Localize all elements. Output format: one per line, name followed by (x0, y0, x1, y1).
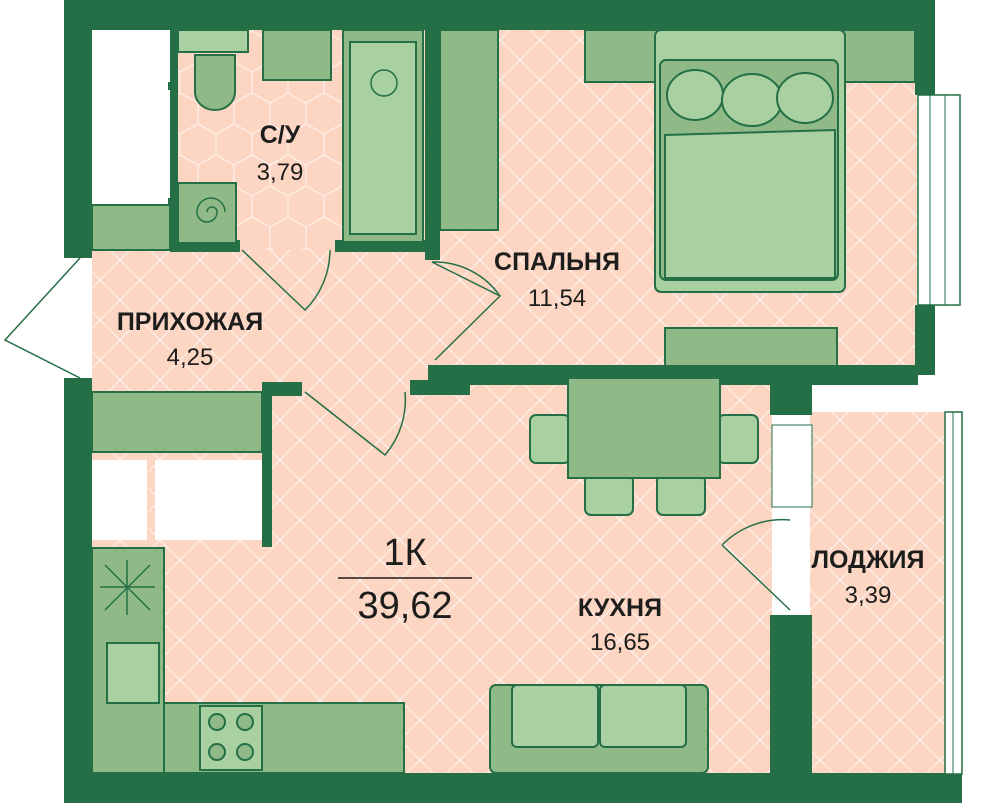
spiral-icon (196, 197, 226, 223)
bathtub-inner (349, 41, 417, 235)
kitchen-counter (91, 547, 405, 774)
apartment-type: 1К (383, 532, 426, 574)
washing-machine-icon (177, 182, 237, 244)
room-area-bedroom: 11,54 (528, 285, 586, 312)
total-area: 39,62 (357, 585, 452, 627)
drain-icon (370, 69, 398, 97)
utility-cells (91, 30, 263, 540)
loggia-glazing (944, 411, 963, 775)
room-area-bathroom: 3,79 (257, 159, 304, 186)
room-area-kitchen: 16,65 (590, 629, 650, 656)
bedroom-window (917, 94, 961, 306)
sofa-icon (489, 684, 709, 774)
room-name-kitchen: КУХНЯ (578, 594, 662, 622)
bed-icon (584, 29, 916, 293)
sink-icon (262, 29, 332, 81)
room-name-loggia: ЛОДЖИЯ (811, 546, 924, 574)
room-name-hallway: ПРИХОЖАЯ (117, 308, 263, 336)
room-area-loggia: 3,39 (845, 582, 892, 609)
loggia-shelf (771, 424, 813, 508)
doors (3, 249, 791, 611)
room-area-hallway: 4,25 (167, 344, 214, 371)
toilet-icon (194, 54, 236, 111)
tv-icon (664, 327, 838, 367)
dining-table-icon (529, 377, 759, 516)
room-name-bathroom: С/У (260, 121, 301, 149)
wardrobe-icon (439, 29, 499, 231)
loggia-floor (810, 412, 950, 774)
toilet-tank (177, 29, 249, 53)
hallway-floor (92, 250, 432, 390)
walls (64, 0, 962, 803)
room-name-bedroom: СПАЛЬНЯ (494, 248, 620, 276)
